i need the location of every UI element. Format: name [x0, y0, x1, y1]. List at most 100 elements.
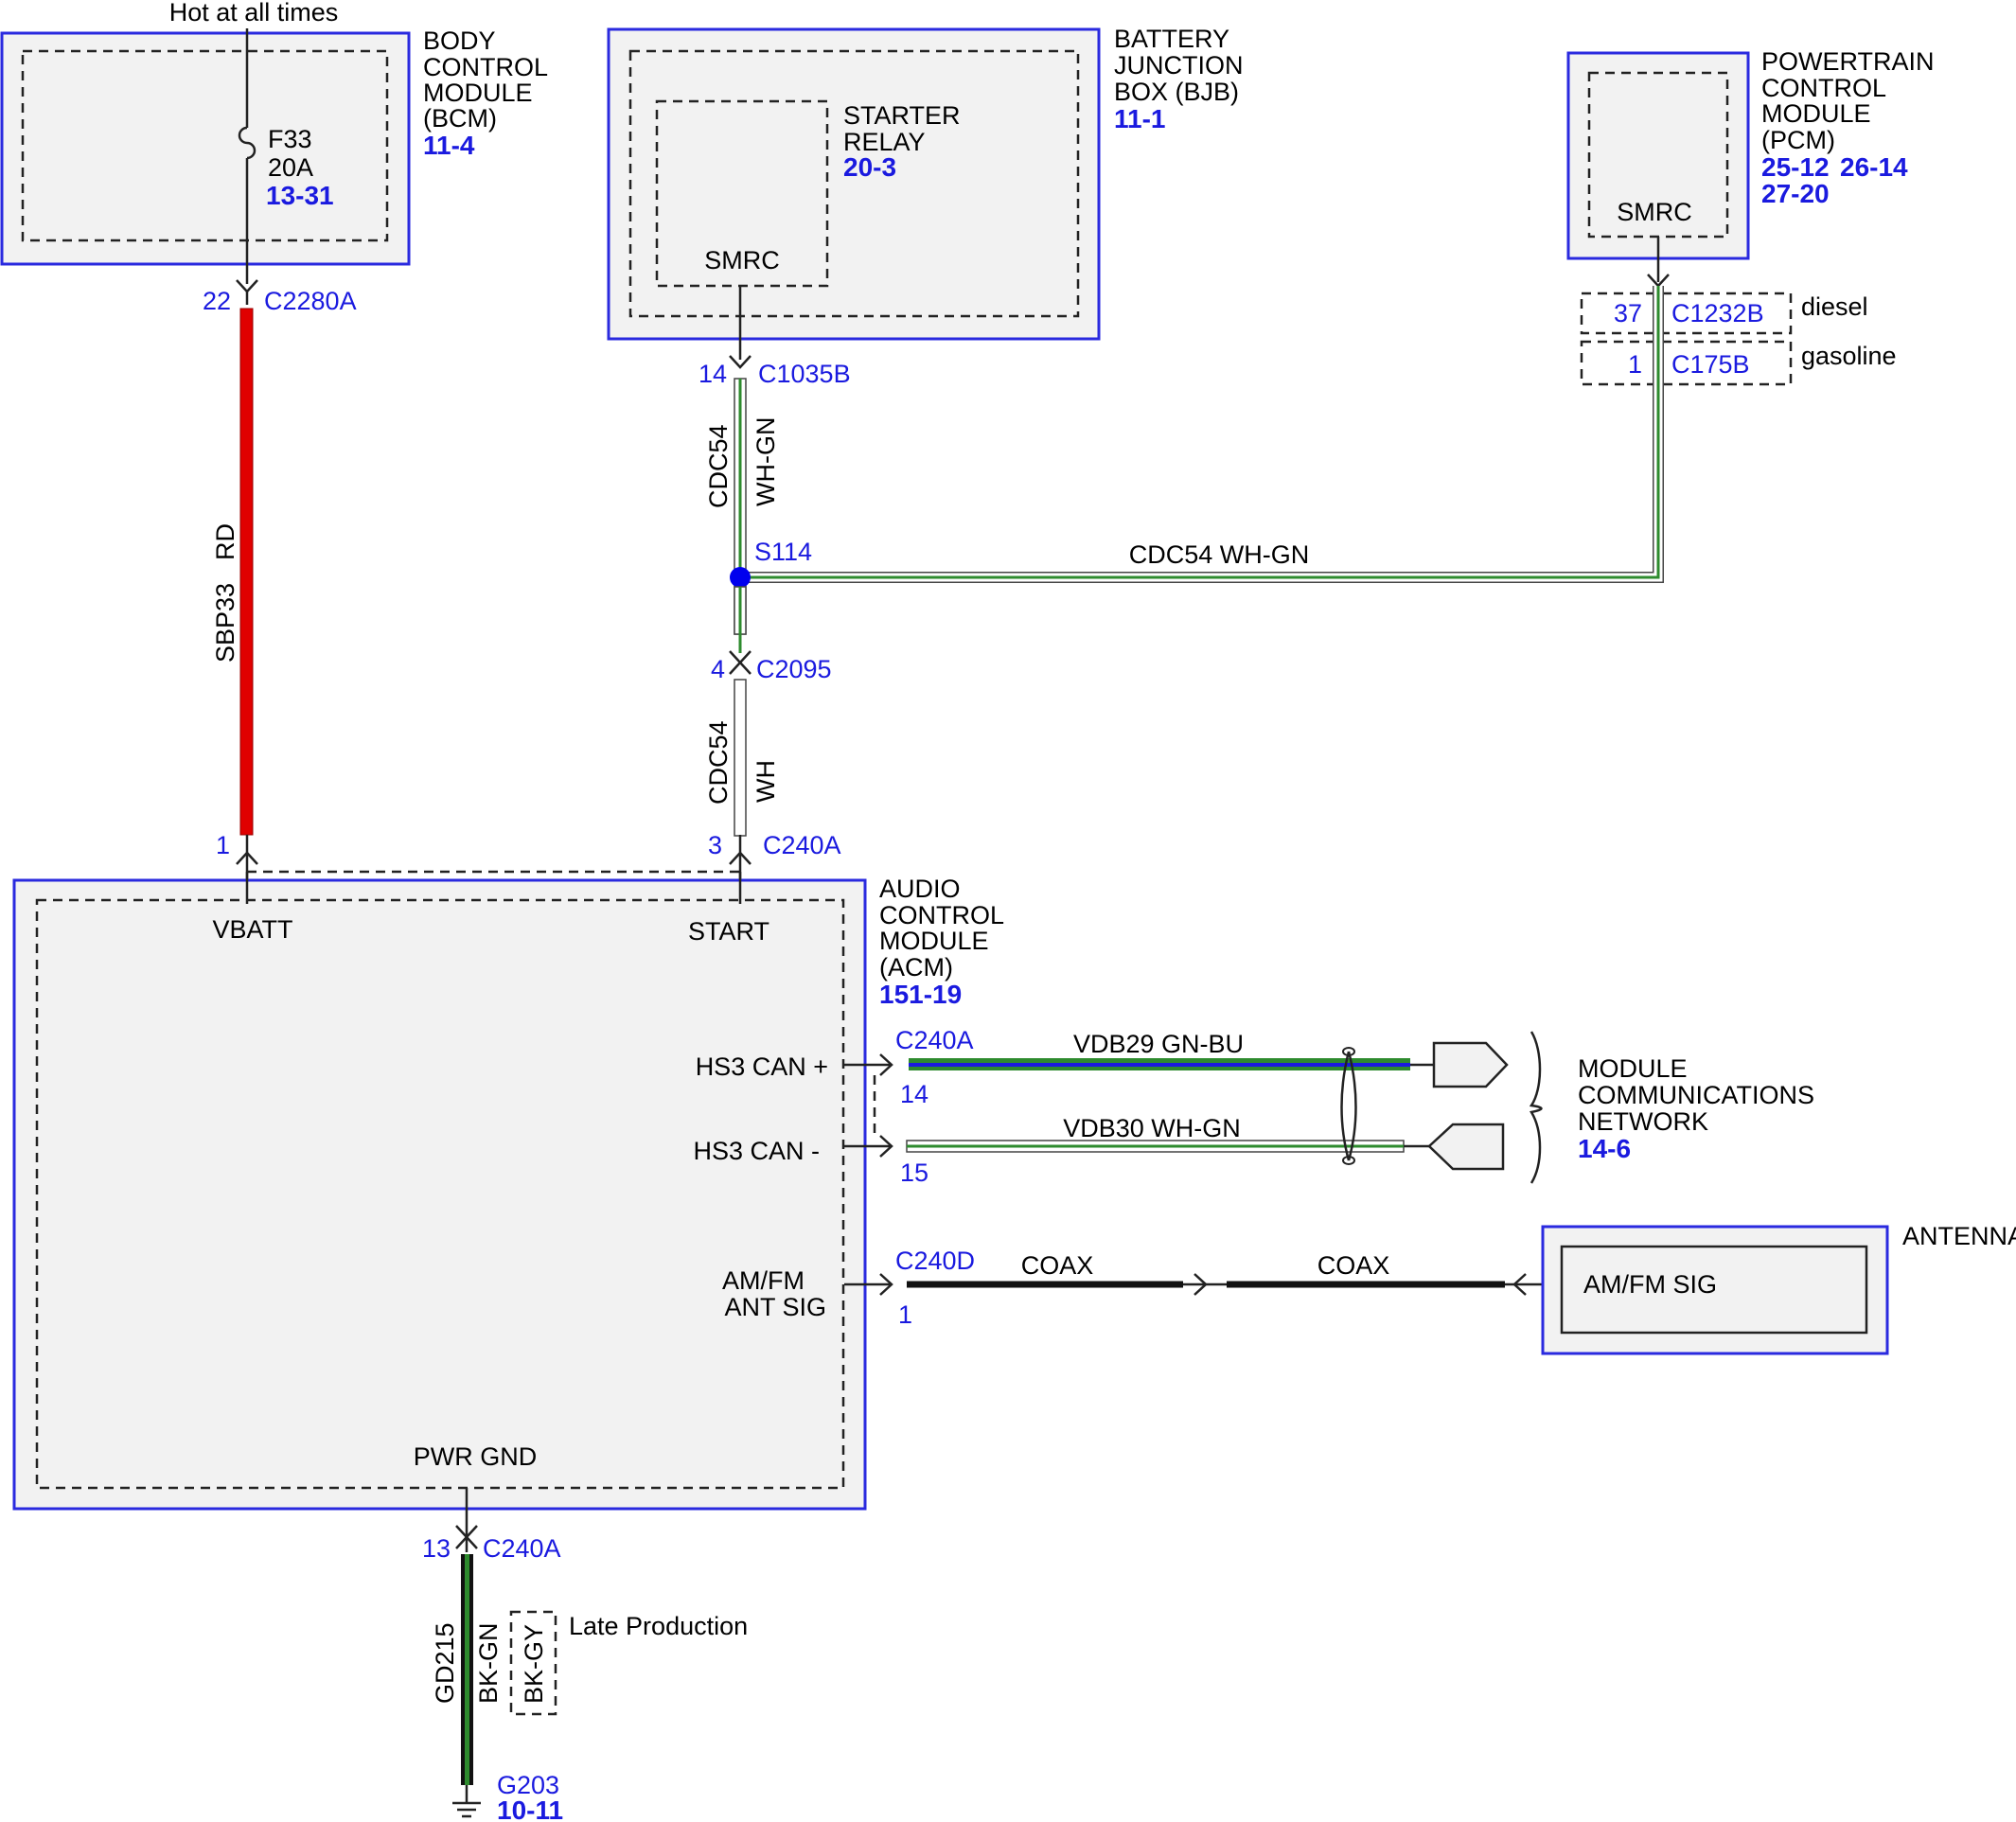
coax-right-label: COAX [1317, 1251, 1390, 1280]
amfm-pin-number: 1 [898, 1300, 912, 1329]
pcm-name-line-3: MODULE [1761, 99, 1871, 128]
fuse-icon [238, 126, 256, 160]
bus-terminal-icon [1427, 1123, 1505, 1171]
amfm-pin-label-line-2: ANT SIG [724, 1293, 826, 1321]
wire-label: VDB30 WH-GN [1063, 1114, 1241, 1142]
can-minus-pin-label: HS3 CAN - [693, 1137, 820, 1165]
c175b-variant: gasoline [1801, 342, 1897, 370]
network-ref-link[interactable]: 14-6 [1578, 1134, 1631, 1163]
wire-color-label: RD [211, 523, 239, 560]
wire-alt-color-label: BK-GY [520, 1624, 548, 1704]
ground-circuit: 13 C240A GD215 BK-GN BK-GY Late Producti… [422, 1488, 748, 1822]
pin-number: 14 [699, 360, 727, 388]
wire-cdc54-lower: CDC54 WH [704, 679, 780, 837]
wire-color-label: WH-GN [752, 417, 780, 506]
splice-s114: S114 [730, 538, 812, 588]
hot-at-all-times-label: Hot at all times [169, 0, 339, 27]
pcm-ref-link-2[interactable]: 26-14 [1840, 152, 1908, 182]
connector-c1035b: 14 C1035B [699, 355, 851, 388]
gnd-connector-name: C240A [483, 1534, 561, 1563]
connector-name: C1035B [758, 360, 851, 388]
bjb-module: STARTER RELAY 20-3 SMRC BATTERY JUNCTION… [607, 25, 1244, 360]
connector-name: C2095 [756, 655, 832, 683]
acm-name-line-3: MODULE [879, 927, 989, 955]
bcm-ref-link[interactable]: 11-4 [423, 131, 475, 160]
can-minus-pin-number: 15 [900, 1159, 928, 1187]
wire-red [239, 308, 254, 836]
start-connector-name: C240A [763, 831, 841, 859]
acm-name-line-4: (ACM) [879, 953, 953, 982]
wire-cdc54-mid [734, 586, 747, 653]
network-name-line-1: MODULE [1578, 1054, 1688, 1083]
pcm-name-line-2: CONTROL [1761, 74, 1886, 102]
pcm-ref-link-1[interactable]: 25-12 [1761, 152, 1830, 182]
fuse-name: F33 [268, 125, 312, 153]
c1232b-name: C1232B [1671, 299, 1764, 327]
coax-left-label: COAX [1021, 1251, 1094, 1280]
bcm-name-line-1: BODY [423, 27, 496, 55]
start-pin-number: 3 [708, 831, 722, 859]
wire-sbp33: SBP33 RD [211, 308, 254, 836]
pcm-name-line-1: POWERTRAIN [1761, 47, 1935, 76]
bcm-name-line-2: CONTROL [423, 53, 548, 81]
acm-name-line-1: AUDIO [879, 875, 961, 903]
can-connector-name: C240A [895, 1026, 974, 1054]
bjb-name-line-2: JUNCTION [1114, 51, 1244, 80]
network-name-line-3: NETWORK [1578, 1107, 1708, 1136]
amfm-connector-name: C240D [895, 1247, 975, 1275]
ground-point-name: G203 [497, 1771, 559, 1799]
starter-relay-ref-link[interactable]: 20-3 [843, 152, 896, 182]
starter-relay-line-1: STARTER [843, 101, 961, 130]
pin-number: 22 [203, 287, 231, 315]
c175b-name: C175B [1671, 350, 1750, 379]
connector-arrow-icon [879, 1053, 893, 1076]
wire-label: CDC54 WH-GN [1129, 540, 1310, 569]
c175b-pin: 1 [1628, 350, 1642, 379]
amfm-pin-label-line-1: AM/FM [722, 1266, 805, 1295]
connector-c2095: 4 C2095 [711, 650, 832, 683]
module-communications-network: MODULE COMMUNICATIONS NETWORK 14-6 [1529, 1031, 1814, 1184]
can-plus-pin-number: 14 [900, 1080, 928, 1108]
antenna-name: ANTENNA [1902, 1222, 2016, 1250]
wire-color-label: WH [752, 760, 780, 803]
gnd-pin-label: PWR GND [414, 1442, 538, 1471]
pcm-name-line-4: (PCM) [1761, 126, 1835, 154]
pcm-pin-label: SMRC [1617, 198, 1692, 226]
connector-c2280a: 22 C2280A [203, 279, 357, 315]
connector-name: C2280A [264, 287, 357, 315]
connector-can: C240A 14 15 [844, 1026, 974, 1187]
wire-circuit-label: GD215 [431, 1622, 459, 1704]
starter-relay-line-2: RELAY [843, 128, 926, 156]
pcm-ref-link-3[interactable]: 27-20 [1761, 179, 1830, 208]
wire-cdc54-branch: CDC54 WH-GN [746, 286, 1664, 583]
acm-module: VBATT START HS3 CAN + HS3 CAN - AM/FM AN… [12, 872, 1004, 1511]
acm-ref-link[interactable]: 151-19 [879, 980, 962, 1009]
fuse-ref-link[interactable]: 13-31 [266, 181, 334, 210]
connector-arrow-icon [879, 1135, 893, 1158]
late-production-note: Late Production [569, 1612, 748, 1640]
gnd-pin-number: 13 [422, 1534, 451, 1563]
splice-dot [730, 567, 751, 588]
ground-icon [452, 1801, 481, 1818]
acm-name-line-2: CONTROL [879, 901, 1004, 929]
can-plus-pin-label: HS3 CAN + [696, 1053, 828, 1081]
c1232b-variant: diesel [1801, 292, 1868, 321]
twisted-pair-icon [1340, 1047, 1357, 1165]
ground-point-ref-link[interactable]: 10-11 [497, 1795, 563, 1822]
wire-color-label: BK-GN [474, 1622, 503, 1704]
connector-arrow-icon [879, 1273, 893, 1296]
start-pin-label: START [688, 917, 769, 946]
pin-number: 4 [711, 655, 725, 683]
wire-coax: C240D 1 COAX COAX [844, 1247, 1562, 1329]
pcm-connectors: 37 C1232B diesel 1 C175B gasoline [1580, 274, 1897, 386]
relay-pin-label: SMRC [704, 246, 780, 274]
antenna-pin-label: AM/FM SIG [1583, 1270, 1717, 1299]
brace-icon [1529, 1031, 1543, 1184]
wire-circuit-label: SBP33 [211, 583, 239, 663]
wire-vdb30: VDB30 WH-GN [906, 1114, 1505, 1171]
vbatt-pin-label: VBATT [212, 915, 292, 944]
vbatt-pin-number: 1 [216, 831, 230, 859]
bjb-ref-link[interactable]: 11-1 [1114, 104, 1166, 133]
wire-label: VDB29 GN-BU [1073, 1030, 1244, 1058]
